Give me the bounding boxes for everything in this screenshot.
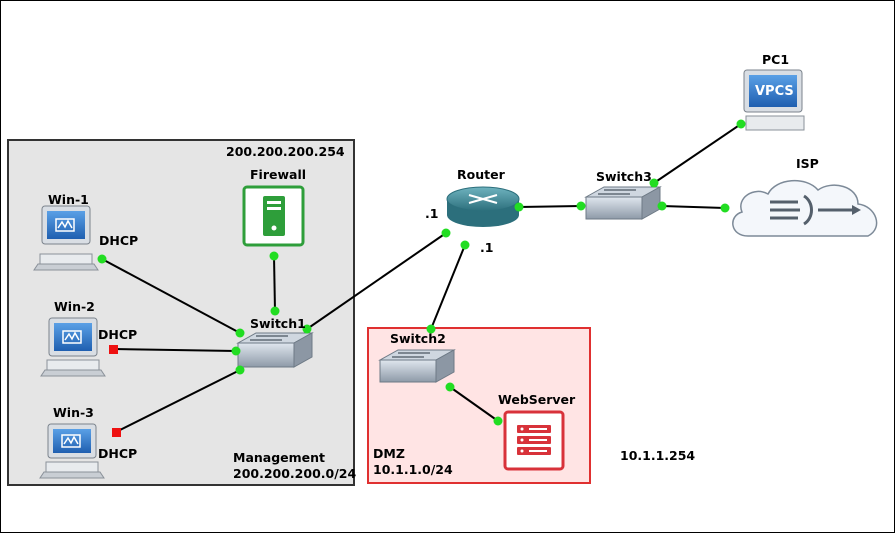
port-dot-up — [736, 119, 746, 129]
management-gateway-label: 200.200.200.254 — [226, 144, 345, 159]
dmz-gateway-label: 10.1.1.254 — [620, 448, 696, 463]
port-dot-up — [269, 251, 279, 261]
pc1-node[interactable] — [743, 69, 805, 131]
dmz-subnet: 10.1.1.0/24 — [373, 462, 453, 477]
links — [101, 123, 742, 433]
router-iface-b: .1 — [480, 240, 494, 255]
router-label: Router — [457, 167, 505, 182]
link-win3-switch1 — [115, 369, 241, 433]
link-firewall-switch1 — [273, 255, 276, 312]
vpcs-pc-icon — [749, 75, 797, 107]
switch3-label: Switch3 — [596, 169, 652, 184]
port-dot-up — [445, 382, 455, 392]
port-dot-down — [109, 345, 118, 354]
router-iface-a: .1 — [425, 206, 439, 221]
switch1-label: Switch1 — [250, 316, 306, 331]
webserver-label: WebServer — [498, 392, 576, 407]
win2-addr: DHCP — [98, 327, 138, 342]
management-subnet: 200.200.200.0/24 — [233, 466, 357, 481]
switch2-label: Switch2 — [390, 331, 446, 346]
port-dot-up — [235, 328, 245, 338]
pc1-screen-text: VPCS — [755, 84, 794, 99]
port-dot-up — [97, 254, 107, 264]
link-switch3-pc1 — [653, 123, 742, 184]
win2-node[interactable] — [40, 317, 106, 377]
management-zone-name: Management — [233, 450, 326, 465]
win3-addr: DHCP — [98, 446, 138, 461]
port-dot-down — [112, 428, 121, 437]
link-router-switch2 — [430, 244, 466, 330]
router-node[interactable] — [446, 186, 520, 227]
win1-label: Win-1 — [48, 192, 89, 207]
port-dot-up — [231, 346, 241, 356]
port-dot-up — [426, 324, 436, 334]
port-dot-up — [460, 240, 470, 250]
win1-node[interactable] — [33, 205, 99, 271]
firewall-icon — [263, 196, 285, 236]
switch2-node[interactable] — [378, 349, 456, 383]
switch1-node[interactable] — [236, 332, 314, 368]
dmz-zone-name: DMZ — [373, 446, 405, 461]
link-status-dots — [97, 119, 746, 437]
link-switch3-isp — [661, 205, 726, 209]
webserver-node[interactable] — [503, 410, 565, 471]
pc1-label: PC1 — [762, 52, 790, 67]
link-switch1-router — [306, 232, 447, 330]
switch3-node[interactable] — [584, 186, 662, 220]
port-dot-up — [514, 202, 524, 212]
port-dot-up — [270, 306, 280, 316]
port-dot-up — [302, 324, 312, 334]
port-dot-up — [657, 201, 667, 211]
link-switch2-webserver — [449, 386, 499, 422]
isp-label: ISP — [796, 156, 819, 171]
firewall-label: Firewall — [250, 167, 307, 182]
port-dot-up — [649, 178, 659, 188]
firewall-node[interactable] — [242, 185, 305, 247]
port-dot-up — [576, 201, 586, 211]
link-win1-switch1 — [101, 258, 241, 334]
win3-label: Win-3 — [53, 405, 94, 420]
port-dot-up — [441, 228, 451, 238]
cloud-icon — [732, 179, 878, 237]
port-dot-up — [235, 365, 245, 375]
port-dot-up — [720, 203, 730, 213]
link-win2-switch1 — [112, 348, 237, 352]
win2-label: Win-2 — [54, 299, 95, 314]
link-router-switch3 — [518, 205, 582, 208]
win1-addr: DHCP — [99, 233, 139, 248]
port-dot-up — [493, 416, 503, 426]
win3-node[interactable] — [39, 423, 105, 479]
isp-node[interactable] — [732, 179, 878, 237]
